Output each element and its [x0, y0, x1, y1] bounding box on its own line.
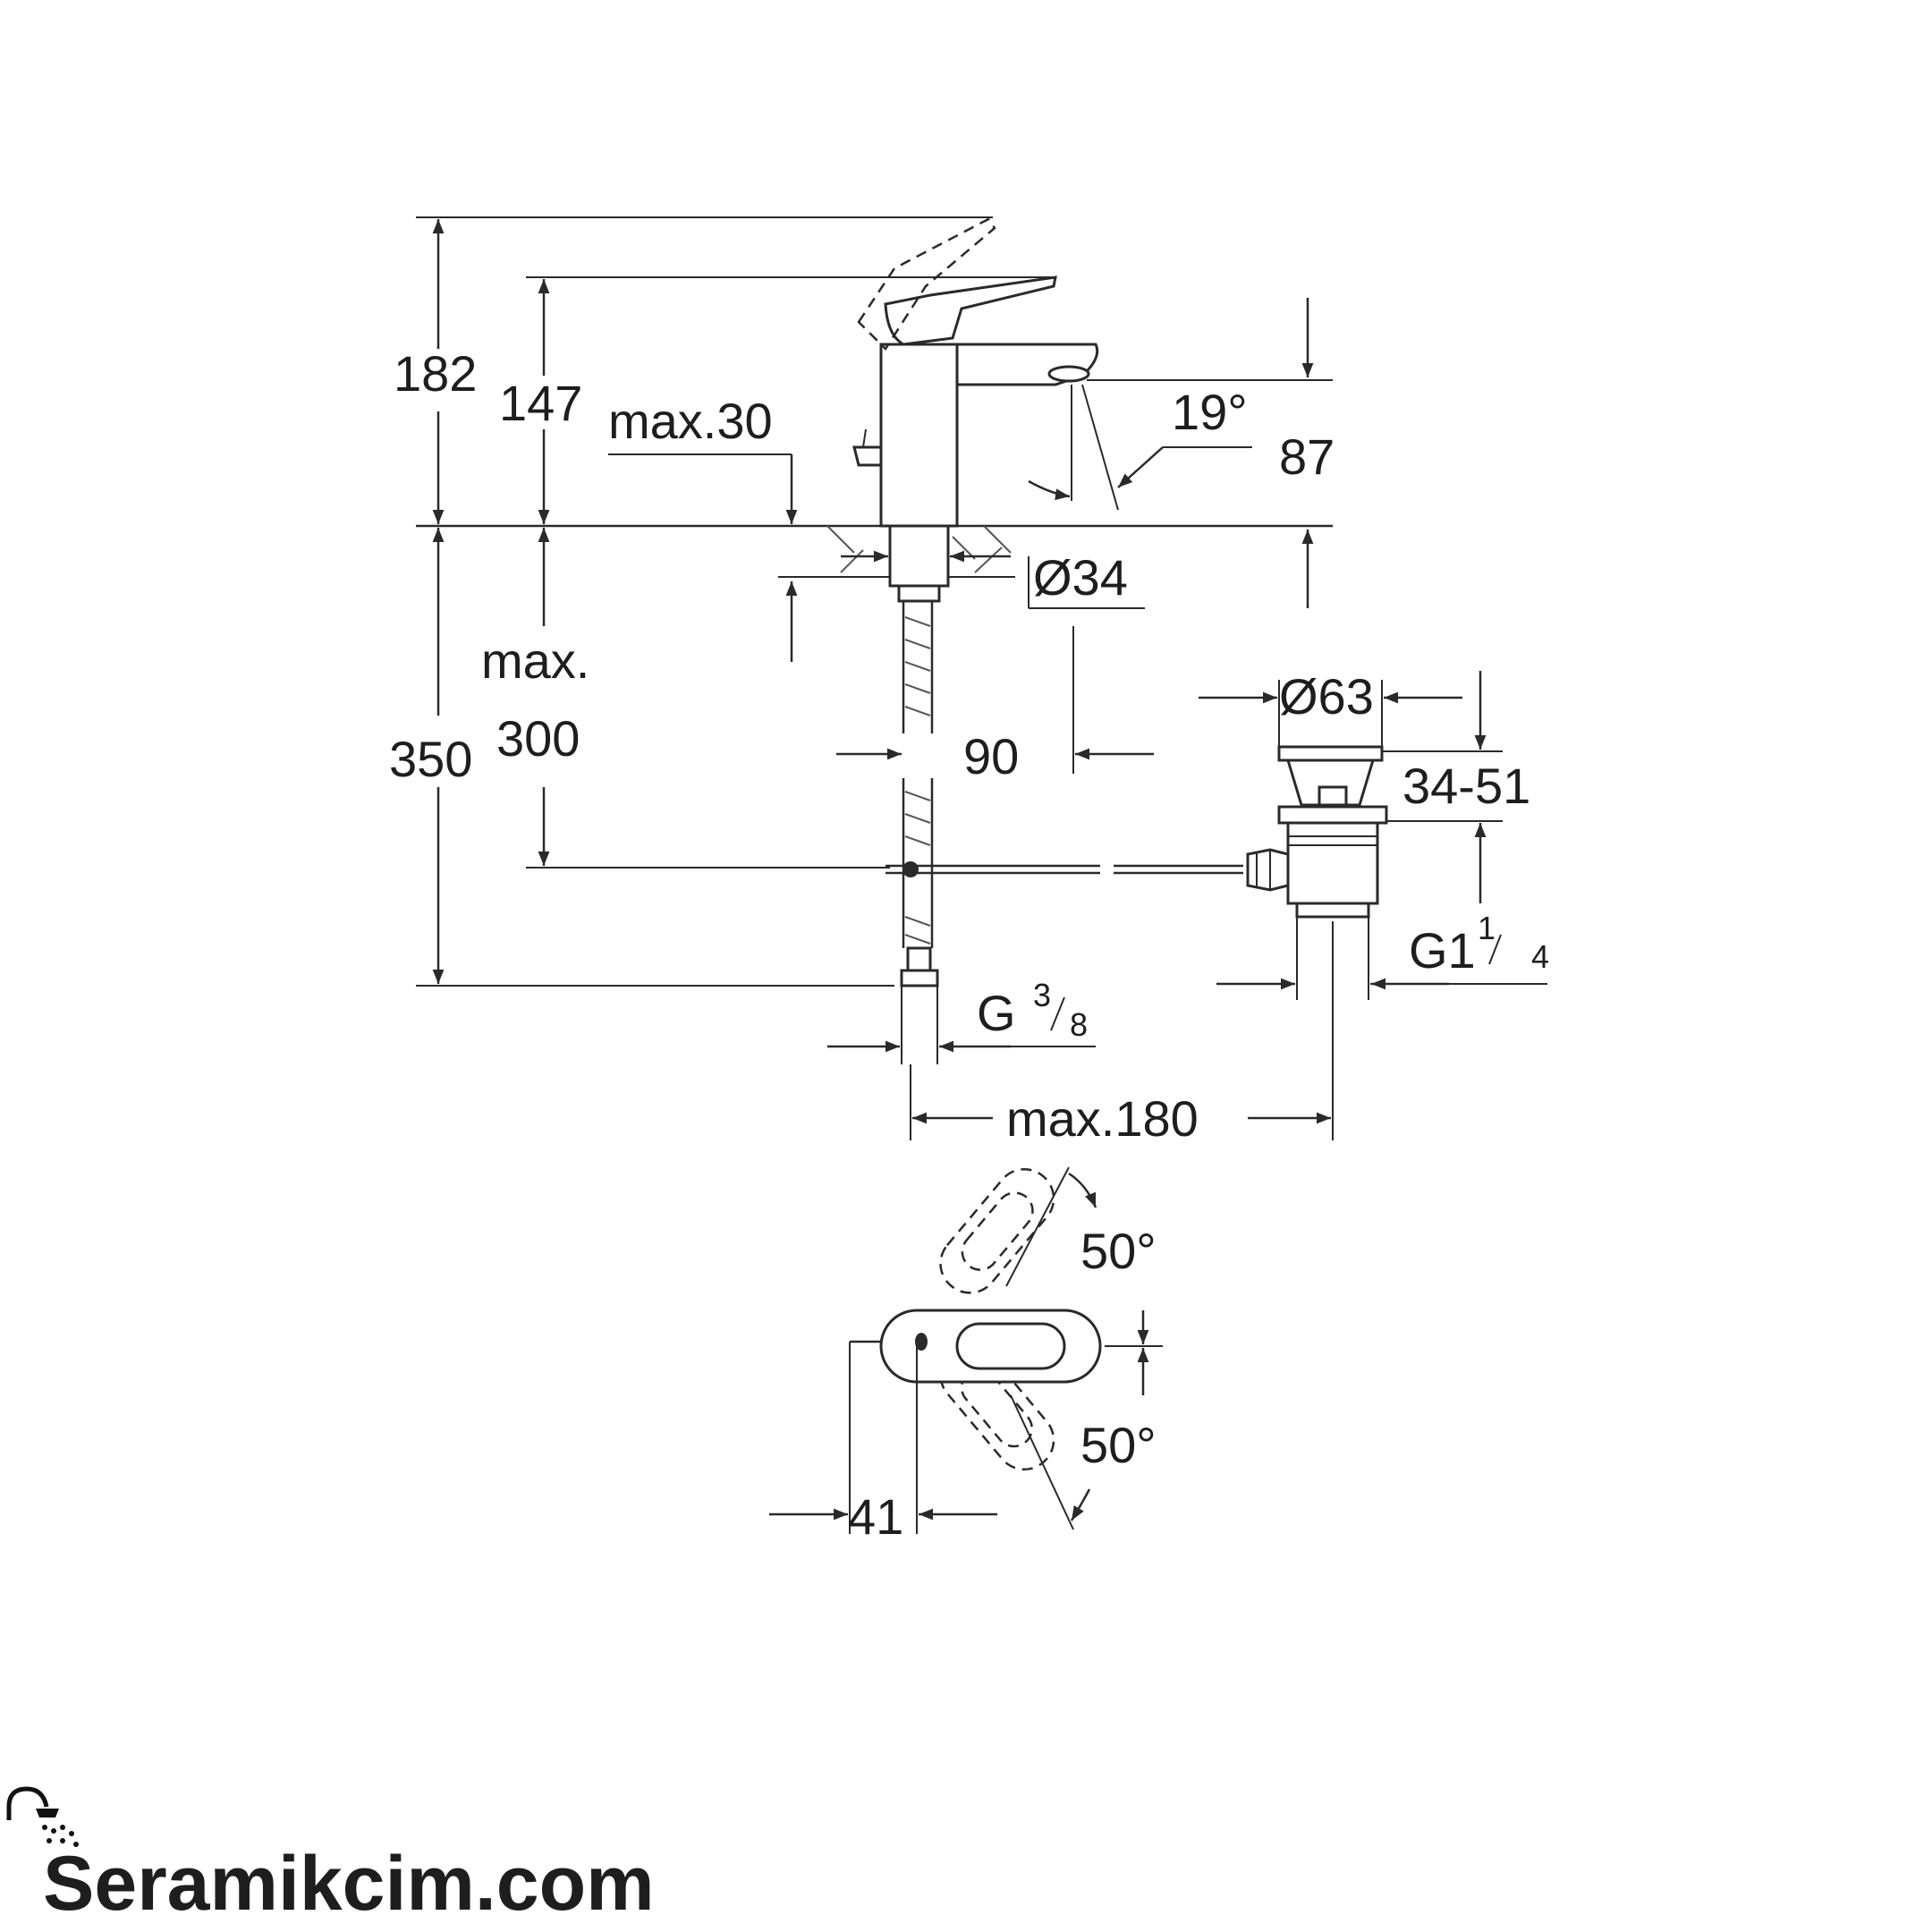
dim-182: 182 — [394, 345, 477, 402]
dim-19-deg: 19° — [1172, 384, 1248, 440]
dim-g1-quarter: G1 1 4 — [1409, 910, 1549, 979]
dim-max30: max.30 — [608, 393, 773, 449]
popup-rod — [852, 445, 883, 467]
brand-logo: Seramikcim.com — [6, 1786, 655, 1927]
dim-max-label: max. — [481, 632, 589, 689]
dimension-lines — [416, 216, 1547, 1140]
handle-slot — [955, 1322, 1066, 1370]
svg-text:1: 1 — [1478, 910, 1496, 946]
dimension-labels: 182 147 max.30 19° 87 Ø34 max. 300 350 9… — [389, 345, 1549, 1545]
dim-50-deg-top: 50° — [1080, 1223, 1157, 1279]
svg-text:8: 8 — [1070, 1006, 1088, 1043]
dim-87: 87 — [1279, 428, 1335, 485]
flexible-hose — [900, 601, 939, 987]
dim-g-three-eighths: G 3 8 — [977, 977, 1088, 1043]
popup-rod-top — [862, 428, 867, 448]
svg-text:3: 3 — [1033, 977, 1051, 1013]
shower-icon — [6, 1786, 79, 1847]
aerator — [1047, 365, 1090, 383]
hose-nut — [900, 969, 939, 987]
faucet-body — [879, 343, 959, 528]
dim-diameter-63: Ø63 — [1279, 668, 1374, 724]
dim-147: 147 — [499, 375, 582, 431]
dim-350: 350 — [389, 731, 472, 787]
dim-90: 90 — [963, 728, 1019, 784]
dim-34-51: 34-51 — [1402, 758, 1530, 814]
mounting-shank — [888, 524, 950, 588]
svg-text:4: 4 — [1531, 938, 1549, 975]
svg-text:G: G — [977, 985, 1016, 1041]
dim-41: 41 — [848, 1488, 903, 1545]
lever-handle — [884, 275, 1057, 346]
brand-name: Seramikcim.com — [43, 1841, 655, 1927]
lever-raised-dashed — [857, 217, 996, 351]
dim-max180: max.180 — [1006, 1090, 1199, 1147]
faucet-side-view — [416, 217, 1388, 987]
waste-drain — [1246, 745, 1388, 919]
linkage-rod — [886, 861, 1243, 877]
handle-top-view — [769, 1166, 1163, 1534]
dim-diameter-34: Ø34 — [1033, 549, 1128, 606]
svg-text:G1: G1 — [1409, 922, 1476, 979]
dim-50-deg-bottom: 50° — [1080, 1417, 1157, 1473]
dim-300: 300 — [496, 710, 580, 767]
